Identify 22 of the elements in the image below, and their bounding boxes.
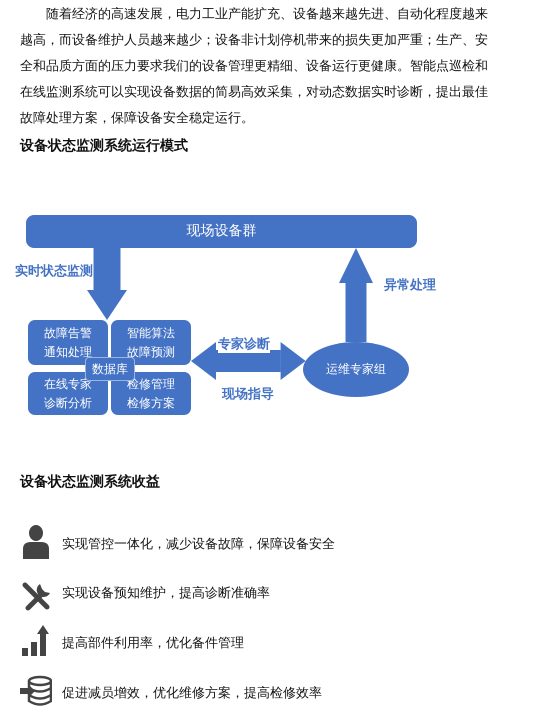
benefit-text: 提高部件利用率，优化备件管理 — [62, 635, 244, 652]
edge-label: 异常处理 — [384, 276, 436, 294]
block-arrow — [339, 248, 373, 342]
edge-label: 实时状态监测 — [15, 262, 93, 280]
equipment-bar — [26, 215, 417, 248]
benefit-text: 促进减员增效，优化维修方案，提高检修效率 — [62, 685, 322, 702]
benefit-text: 实现设备预知维护，提高诊断准确率 — [62, 585, 270, 602]
node-label: 智能算法故障预测 — [126, 324, 176, 360]
section-heading: 设备状态监测系统运行模式 — [20, 137, 188, 155]
node-label: 运维专家组 — [326, 361, 386, 378]
block-arrow — [87, 248, 127, 320]
caption-text: 现场指导 — [222, 386, 274, 403]
edge-label: 专家诊断 — [218, 335, 270, 353]
intro-paragraph: 随着经济的高速发展，电力工业产能扩充、设备越来越先进、自动化程度越来越高，而设备维护人员越来越少；设备非计划停机带来的损失更加严重；生产、安全和品质方面的压力要求我们的设备管理更精细、设备运行更健康。智能点巡检和在线监测系统可以实现设备数据的简易高效采集，对动态数据实时诊断，提出最佳故障处理方案，保障设备安全稳定运行。 — [20, 6, 489, 128]
benefit-text: 实现管控一体化，减少设备故障，保障设备安全 — [62, 536, 335, 553]
process-box — [28, 320, 108, 365]
block-arrow — [191, 342, 306, 380]
node-label: 故障告警通知处理 — [43, 324, 93, 360]
node-label: 数据库 — [92, 360, 128, 378]
section-heading: 设备状态监测系统收益 — [20, 473, 160, 491]
node-label: 现场设备群 — [186, 222, 256, 241]
process-box — [111, 320, 191, 365]
